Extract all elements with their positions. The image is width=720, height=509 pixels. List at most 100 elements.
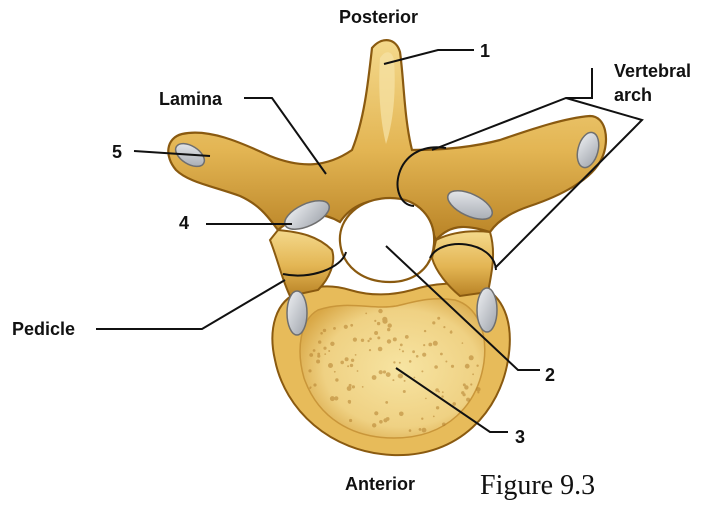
- body-pore: [464, 363, 470, 369]
- figure-caption: Figure 9.3: [480, 470, 596, 501]
- body-pore: [313, 383, 317, 387]
- body-pore: [371, 375, 377, 380]
- leader-line-pedicle: [96, 279, 286, 330]
- left-superior-articular-facet: [284, 200, 330, 230]
- leader-line-vertebral-arch: [431, 68, 593, 151]
- leader-line-5: [133, 150, 211, 157]
- pedicle-right-outline: [429, 243, 497, 271]
- body-pore: [318, 340, 322, 344]
- body-pore: [356, 370, 359, 372]
- body-pore: [408, 429, 412, 432]
- body-pore: [445, 360, 448, 363]
- body-pore: [385, 401, 389, 404]
- body-pore: [434, 365, 438, 369]
- leader-lines: [96, 49, 644, 433]
- body-pore: [435, 406, 440, 410]
- body-pore: [415, 355, 419, 358]
- body-pore: [477, 391, 480, 394]
- vertebral-foramen: [338, 196, 436, 284]
- vertebral-arch-label-line1: Vertebral: [614, 61, 692, 81]
- body-pore: [413, 376, 416, 379]
- right-transverse-facet: [576, 131, 600, 169]
- vertebral-body-spongy-surface: [299, 297, 486, 439]
- body-pore: [423, 329, 427, 333]
- pedicle-label: Pedicle: [12, 319, 76, 339]
- body-pore: [393, 361, 396, 364]
- body-pore: [432, 415, 435, 418]
- body-pore: [387, 323, 392, 328]
- body-pore: [440, 352, 443, 356]
- body-pore: [329, 396, 335, 402]
- body-pore: [350, 323, 354, 327]
- body-pore: [437, 316, 441, 320]
- body-pore: [387, 327, 391, 332]
- right-superior-articular-facet: [447, 190, 493, 220]
- body-pore: [418, 428, 422, 431]
- leader-line-vertebral-arch-2: [494, 97, 644, 269]
- body-pore: [382, 370, 387, 374]
- posterior-label: Posterior: [339, 7, 419, 27]
- spinous-process-highlight: [379, 52, 395, 144]
- left-pedicle: [268, 228, 335, 298]
- body-pore: [374, 319, 377, 322]
- body-pore: [309, 386, 312, 389]
- body-pore: [408, 360, 412, 363]
- body-pore: [312, 349, 316, 352]
- body-pore: [349, 363, 354, 368]
- body-pore: [378, 370, 383, 375]
- leader-line-1: [383, 49, 474, 65]
- anterior-label: Anterior: [345, 474, 416, 494]
- callout-number-2: 2: [545, 365, 556, 385]
- callout-number-1: 1: [480, 41, 491, 61]
- body-pore: [324, 353, 327, 355]
- body-pore: [432, 321, 436, 325]
- body-pore: [476, 364, 479, 367]
- body-pore: [328, 350, 331, 352]
- body-pore: [322, 328, 327, 333]
- body-pore: [309, 353, 314, 357]
- body-pore: [443, 326, 446, 329]
- body-pore: [441, 391, 444, 394]
- body-pore: [344, 357, 349, 362]
- body-pore: [334, 396, 339, 401]
- body-pore: [387, 417, 390, 420]
- body-pore: [412, 350, 415, 354]
- body-pore: [421, 427, 427, 433]
- body-pore: [401, 350, 405, 353]
- body-pore: [449, 330, 453, 334]
- body-pore: [386, 339, 392, 344]
- body-pore: [402, 390, 406, 393]
- body-pore: [423, 344, 426, 347]
- body-pore: [452, 402, 457, 406]
- body-pore: [317, 352, 321, 356]
- body-pore: [320, 332, 323, 335]
- body-pore: [464, 385, 469, 390]
- body-pore: [462, 393, 466, 397]
- body-pore: [385, 372, 391, 377]
- body-pore: [392, 379, 395, 382]
- body-pore: [368, 349, 372, 352]
- leader-line-3: [395, 367, 508, 433]
- body-pore: [468, 355, 474, 361]
- body-pore: [372, 423, 377, 428]
- body-pore: [442, 422, 446, 427]
- body-pore: [351, 385, 355, 389]
- body-pore: [421, 370, 424, 373]
- body-pore: [323, 346, 327, 350]
- body-pore: [403, 379, 406, 382]
- body-pore: [365, 312, 368, 315]
- body-pore: [399, 343, 403, 347]
- body-pore: [472, 373, 474, 376]
- body-pore: [383, 418, 388, 423]
- body-pore: [404, 335, 409, 339]
- leader-line-lamina: [244, 97, 327, 175]
- body-pore: [376, 321, 381, 326]
- body-pore: [441, 395, 444, 398]
- body-pore: [360, 338, 365, 342]
- body-pore: [328, 363, 333, 368]
- body-pore: [308, 369, 312, 373]
- body-pore: [317, 354, 321, 358]
- body-pore: [398, 361, 401, 364]
